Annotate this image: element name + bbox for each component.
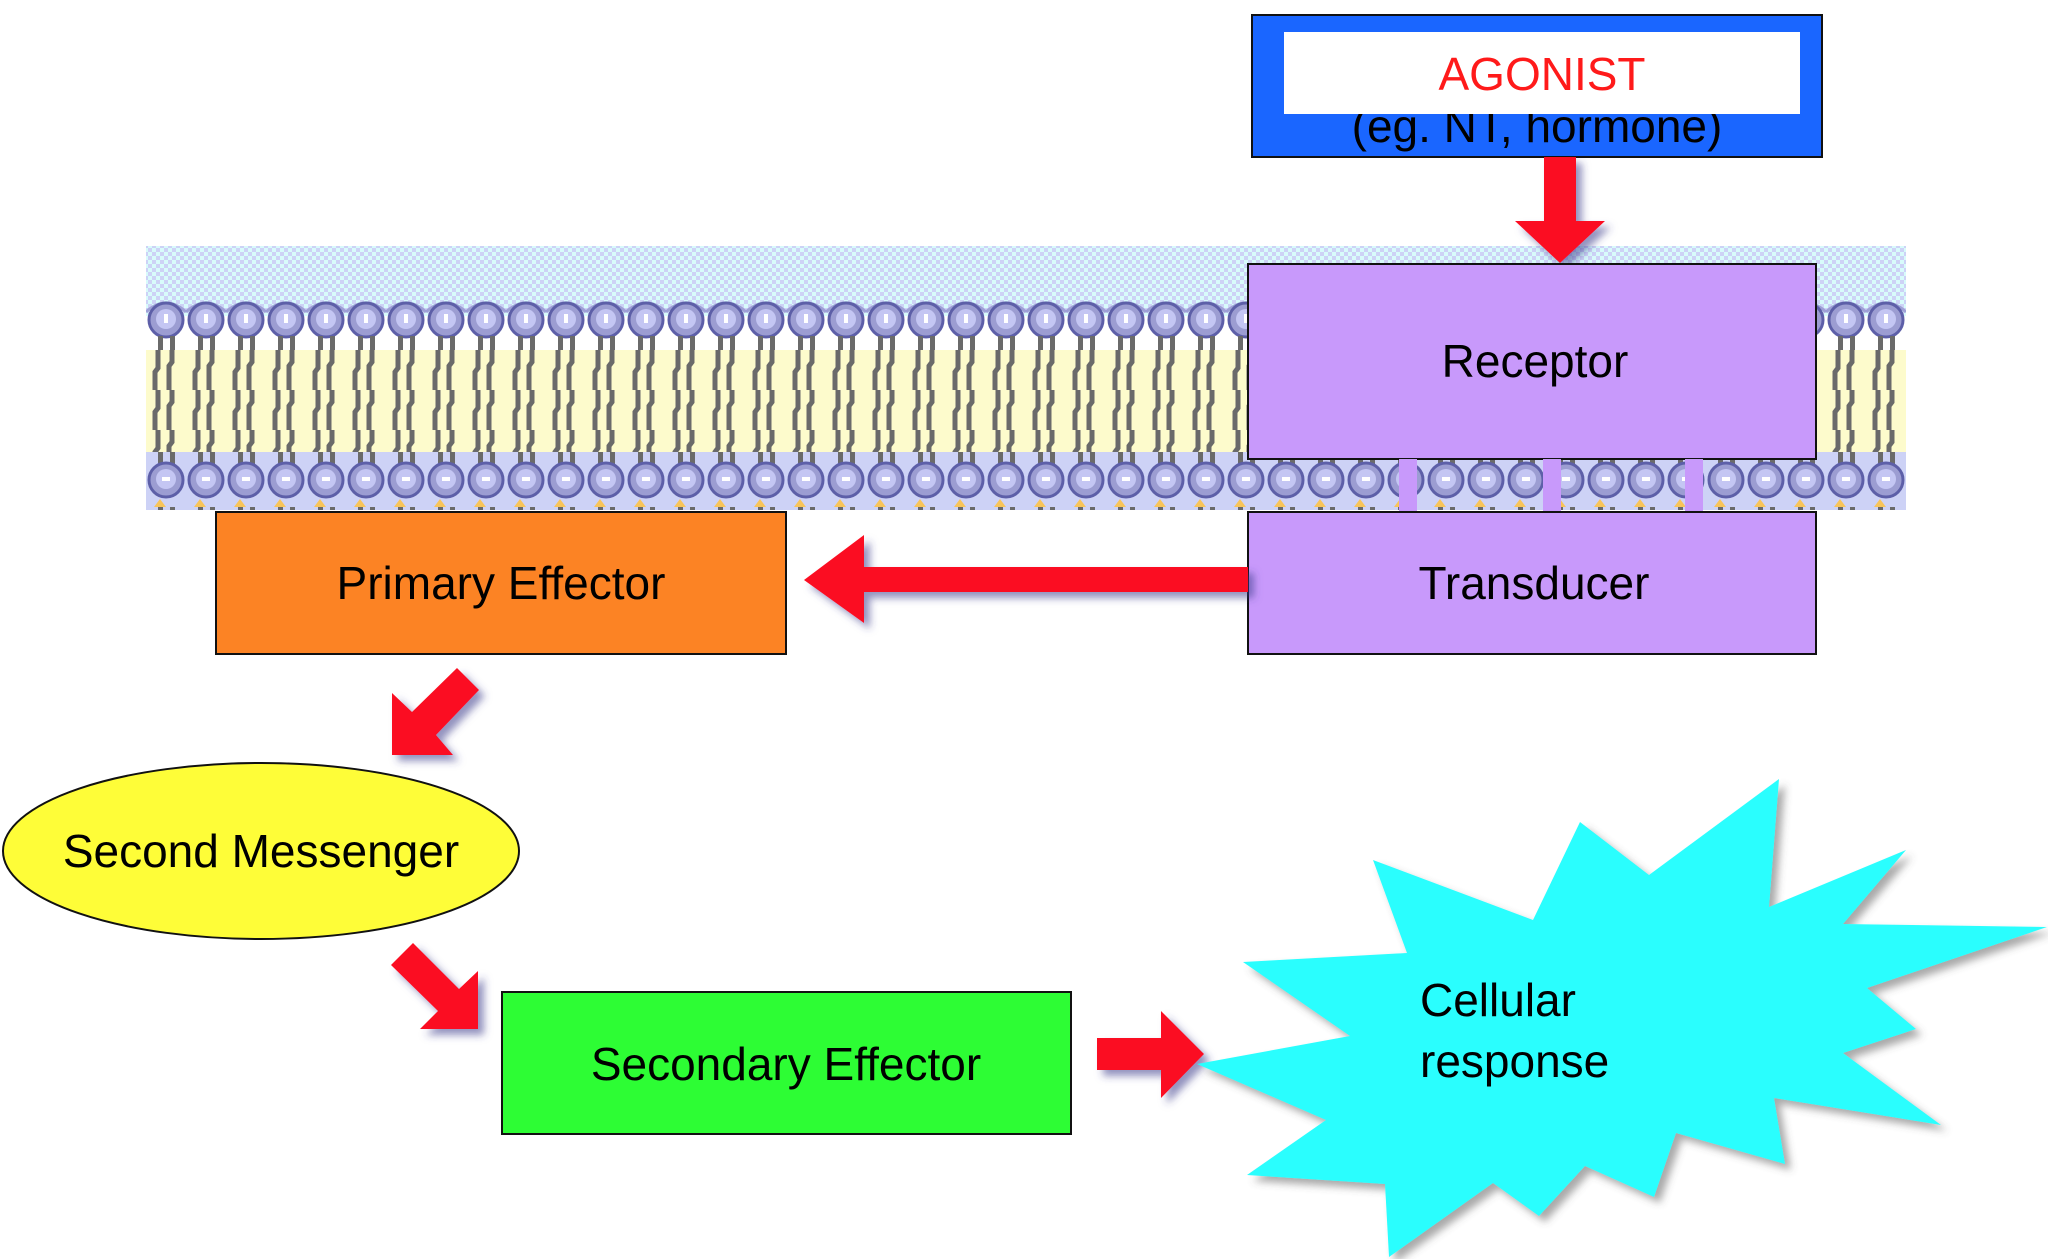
agonist-box: (eg. NT, hormone) AGONIST [1251,14,1823,158]
cellular-response-burst: Cellular response [1197,779,2047,1257]
agonist-title: AGONIST [1438,48,1645,100]
arrow-second-messenger-to-secondary-effector [391,943,478,1029]
link-2 [1543,459,1561,512]
arrow-transducer-to-primary-effector [804,535,1248,623]
cellular-response-line2: response [1420,1035,1609,1087]
starburst-shape [1197,779,2047,1257]
receptor-box: Receptor [1247,263,1817,460]
arrow-secondary-effector-to-cellular-response [1097,1011,1204,1098]
receptor-label: Receptor [1442,335,1629,387]
primary-effector-box: Primary Effector [215,511,787,655]
link-1 [1399,459,1417,512]
second-messenger-ellipse: Second Messenger [2,762,520,940]
transducer-box: Transducer [1247,511,1817,655]
arrow-agonist-to-receptor [1515,157,1605,263]
transducer-label: Transducer [1419,557,1650,609]
second-messenger-label: Second Messenger [63,825,459,877]
primary-effector-label: Primary Effector [337,557,666,609]
link-3 [1685,459,1703,512]
agonist-label-background [1284,32,1800,114]
secondary-effector-label: Secondary Effector [591,1038,981,1090]
cellular-response-line1: Cellular [1420,974,1576,1026]
receptor-transducer-links [1399,459,1703,512]
arrow-primary-effector-to-second-messenger [392,668,479,755]
membrane-inner-heads [146,452,1906,510]
secondary-effector-box: Secondary Effector [501,991,1072,1135]
